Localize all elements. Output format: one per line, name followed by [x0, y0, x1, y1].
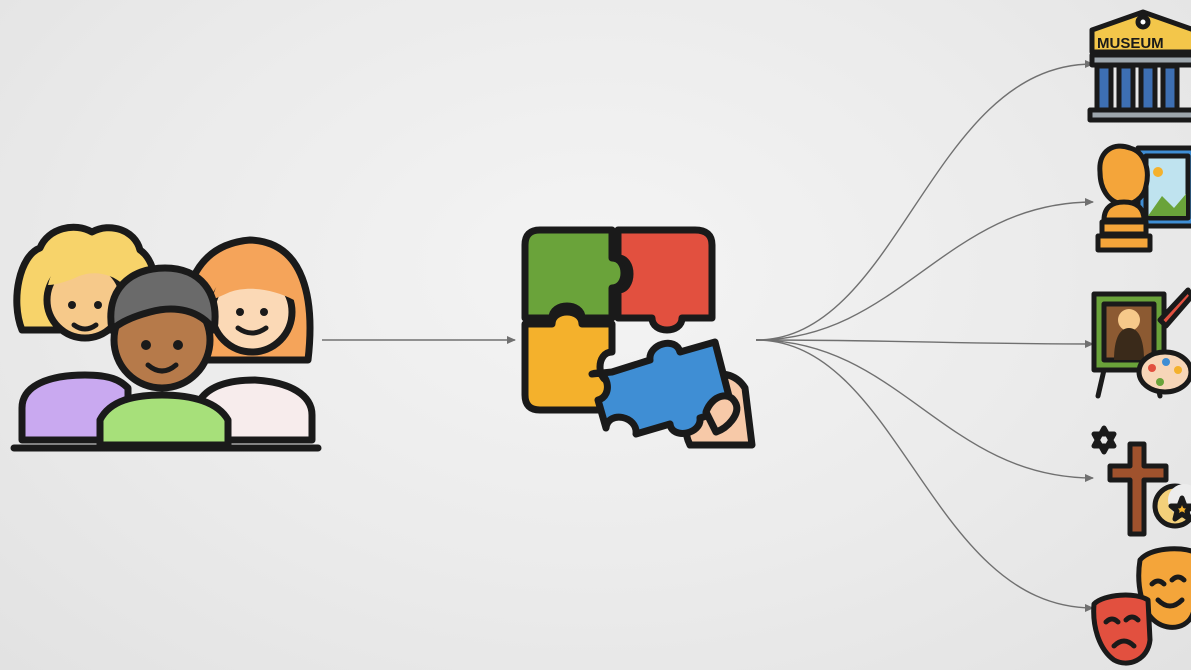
bust-and-picture-icon: [1095, 143, 1191, 253]
religious-symbols-icon: [1091, 425, 1191, 537]
painting-easel-icon: [1091, 287, 1191, 399]
edge-puzzle-to-religion: [755, 339, 1094, 482]
edge-puzzle-to-theatre: [755, 339, 1094, 612]
puzzle-hand-icon: [521, 226, 756, 449]
group-of-people-icon: [10, 223, 322, 452]
edge-puzzle-to-museum: [755, 60, 1094, 341]
edge-puzzle-to-painting: [755, 339, 1094, 348]
connectors: [322, 60, 1094, 612]
museum-sign-label: MUSEUM: [1097, 35, 1164, 52]
edge-puzzle-to-art: [755, 198, 1094, 341]
theatre-masks-icon: [1091, 546, 1191, 666]
museum-building-icon: MUSEUM: [1087, 9, 1191, 123]
